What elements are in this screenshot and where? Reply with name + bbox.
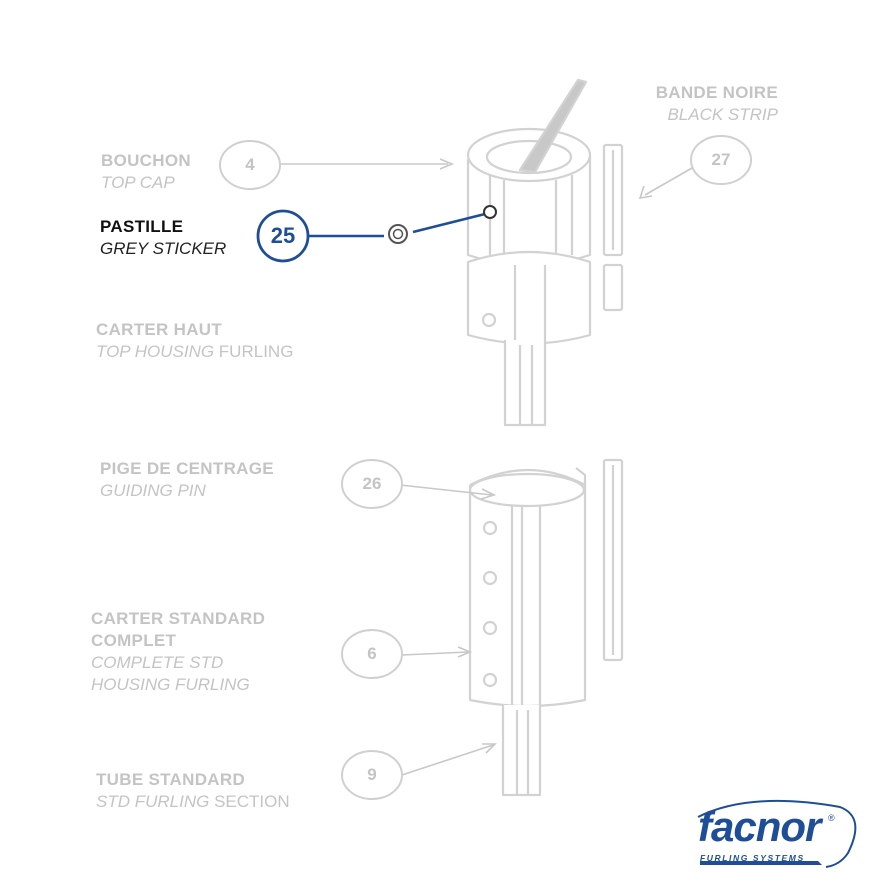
logo-registered: ® [828,813,835,823]
label-std-housing-en-2: HOUSING FURLING [91,675,250,694]
logo-tagline: FURLING SYSTEMS [700,853,805,863]
part-number-26: 26 [362,474,382,493]
part-number-25: 25 [270,223,296,248]
label-std-housing: CARTER STANDARD COMPLET COMPLETE STD HOU… [91,608,265,696]
part-number-6: 6 [367,644,377,663]
label-black-strip: BANDE NOIRE BLACK STRIP [656,82,778,126]
label-std-housing-en-1: COMPLETE STD [91,653,224,672]
label-std-tube-en-suffix: SECTION [209,792,290,811]
part-number-27: 27 [711,150,731,169]
label-guiding-pin: PIGE DE CENTRAGE GUIDING PIN [100,458,274,502]
label-std-tube-en: STD FURLING [96,792,210,811]
logo-brand: facnor [698,803,821,850]
label-top-housing-en-suffix: FURLING [214,342,294,361]
part-number-9: 9 [367,765,377,784]
part-number-4: 4 [245,155,255,174]
logo-swoosh-icon [697,799,857,868]
label-std-housing-fr-1: CARTER STANDARD [91,609,266,628]
label-guiding-pin-fr: PIGE DE CENTRAGE [100,459,274,478]
label-std-tube-fr: TUBE STANDARD [96,770,246,789]
label-std-tube: TUBE STANDARD STD FURLING SECTION [96,769,290,813]
label-top-housing-en: TOP HOUSING [96,342,215,361]
label-grey-sticker-fr: PASTILLE [100,217,184,236]
facnor-logo: facnor ® FURLING SYSTEMS [690,795,870,875]
label-grey-sticker: PASTILLE GREY STICKER [100,216,226,260]
label-top-housing: CARTER HAUT TOP HOUSING FURLING [96,319,293,363]
label-black-strip-fr: BANDE NOIRE [655,83,778,102]
label-top-cap-fr: BOUCHON [101,151,191,170]
label-top-cap-en: TOP CAP [101,173,175,192]
label-grey-sticker-en: GREY STICKER [100,239,227,258]
label-top-housing-fr: CARTER HAUT [96,320,223,339]
label-std-housing-fr-2: COMPLET [91,631,177,650]
label-black-strip-en: BLACK STRIP [667,105,778,124]
label-top-cap: BOUCHON TOP CAP [101,150,191,194]
label-guiding-pin-en: GUIDING PIN [100,481,206,500]
